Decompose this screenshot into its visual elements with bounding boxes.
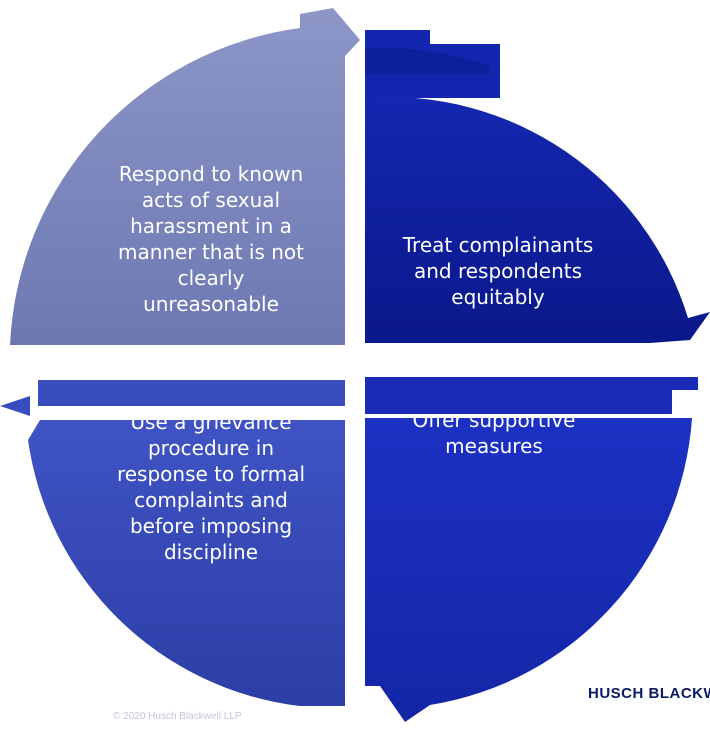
- segment-bottom-left-line: complaints and: [134, 488, 288, 512]
- segment-top-right-shape: [365, 97, 710, 343]
- segment-top-right-line: Treat complainants: [402, 233, 594, 257]
- segment-bottom-left-line: response to formal: [116, 462, 306, 486]
- segment-bottom-left-line: before imposing: [129, 514, 293, 538]
- copyright-text: © 2020 Husch Blackwell LLP: [113, 711, 242, 722]
- segment-bottom-left-line: procedure in: [147, 436, 275, 460]
- segment-top-left-line: unreasonable: [143, 292, 279, 316]
- segment-top-left-line: clearly: [177, 266, 245, 290]
- segment-bottom-left-line: discipline: [163, 540, 258, 564]
- segment-top-left-shape: [10, 8, 360, 345]
- segment-bottom-right: [365, 377, 698, 722]
- segment-bottom-left-bar: [38, 380, 345, 406]
- segment-bottom-left-shape: [28, 420, 345, 706]
- segment-top-right-line: equitably: [451, 285, 545, 309]
- segment-bottom-left-line: Use a grievance: [130, 420, 292, 434]
- segment-bottom-right-line: Offer supportive: [412, 418, 576, 432]
- segment-bottom-left-arrowhead: [0, 396, 30, 416]
- segment-top-left-line: harassment in a: [130, 214, 292, 238]
- segment-top-left-line: Respond to known: [118, 162, 304, 186]
- segment-top-right-text: Treat complainants and respondents equit…: [382, 232, 614, 310]
- brand-logo-text: HUSCH BLACKWELL: [588, 685, 710, 702]
- segment-bottom-left: [0, 380, 345, 706]
- segment-top-right-line: and respondents: [413, 259, 583, 283]
- segment-top-left-line: manner that is not: [117, 240, 305, 264]
- segment-bottom-right-line: measures: [445, 434, 543, 458]
- segment-bottom-right-shape: [365, 418, 692, 722]
- segment-top-right-bar-lower: [365, 47, 490, 74]
- segment-bottom-right-bar: [365, 377, 698, 414]
- segment-bottom-right-text: Offer supportive measures: [378, 418, 610, 478]
- segment-top-left-text: Respond to known acts of sexual harassme…: [95, 161, 327, 317]
- segment-top-left-line: acts of sexual: [141, 188, 281, 212]
- segment-top-left: [10, 8, 360, 345]
- segment-bottom-left-text: Use a grievance procedure in response to…: [95, 420, 327, 592]
- segment-top-right: [365, 30, 710, 343]
